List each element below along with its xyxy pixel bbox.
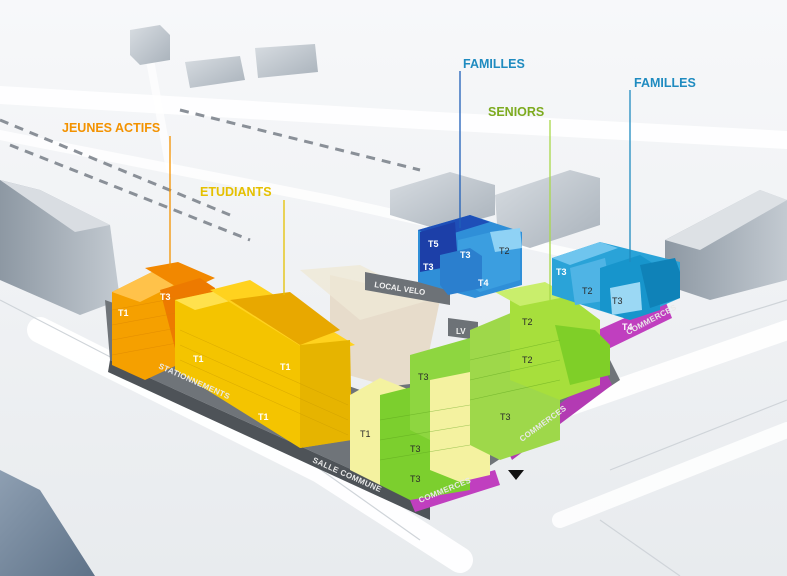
unit-label-blue1-t2: T2 <box>499 246 510 256</box>
unit-label-orange-t1: T1 <box>118 308 129 318</box>
unit-label-green-t3-c: T3 <box>410 474 421 484</box>
commerces-strip-c <box>598 300 672 350</box>
unit-label-blue2-t3-a: T3 <box>556 267 567 277</box>
unit-label-green-t2-b: T2 <box>522 355 533 365</box>
familles-building-2: T3 T2 T3 T4 <box>552 242 680 332</box>
seniors-building: T1 T3 T3 T3 T3 T2 T2 <box>350 282 610 500</box>
etudiants-building: T1 T1 T1 <box>175 280 355 448</box>
unit-label-yellow-t1-b: T1 <box>280 362 291 372</box>
unit-label-yellow-t1-a: T1 <box>193 354 204 364</box>
unit-label-green-t3-b: T3 <box>410 444 421 454</box>
unit-label-orange-t3: T3 <box>160 292 171 302</box>
unit-label-green-t2-a: T2 <box>522 317 533 327</box>
unit-label-green-t3-d: T3 <box>500 412 511 422</box>
category-familles-2: FAMILLES <box>634 76 696 90</box>
road-markings <box>0 108 421 242</box>
unit-label-blue1-t5: T5 <box>428 239 439 249</box>
label-lv: LV <box>456 327 466 336</box>
unit-label-green-t1: T1 <box>360 429 371 439</box>
category-etudiants: ETUDIANTS <box>200 185 272 199</box>
unit-label-blue2-t4: T4 <box>622 322 633 332</box>
unit-label-blue1-t4: T4 <box>478 278 489 288</box>
unit-label-blue2-t2: T2 <box>582 286 593 296</box>
category-jeunes-actifs: JEUNES ACTIFS <box>62 121 160 135</box>
category-familles-1: FAMILLES <box>463 57 525 71</box>
river <box>0 470 95 576</box>
unit-label-blue2-t3-b: T3 <box>612 296 623 306</box>
unit-label-blue1-t3-a: T3 <box>460 250 471 260</box>
unit-label-yellow-t1-c: T1 <box>258 412 269 422</box>
context-buildings <box>0 25 787 315</box>
entrance-arrow-icon <box>508 470 524 480</box>
unit-label-green-t3-a: T3 <box>418 372 429 382</box>
category-seniors: SENIORS <box>488 105 544 119</box>
unit-label-blue1-t3-b: T3 <box>423 262 434 272</box>
leader-lines <box>169 71 631 300</box>
familles-building-1: T5 T3 T3 T2 T4 <box>418 215 522 298</box>
local-velo-block <box>365 272 450 305</box>
